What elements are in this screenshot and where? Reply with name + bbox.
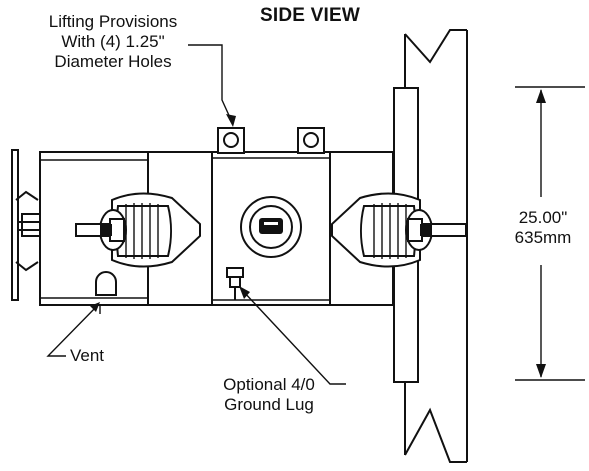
vent-callout: Vent bbox=[70, 346, 105, 365]
lifting-callout-line: Lifting Provisions bbox=[48, 12, 178, 31]
ground-lug-leader bbox=[239, 286, 346, 385]
lifting-callout-line: Diameter Holes bbox=[54, 52, 172, 71]
left-mounting-bracket bbox=[11, 149, 41, 301]
vent-leader bbox=[46, 302, 100, 357]
lifting-callout-line: With (4) 1.25" bbox=[61, 32, 165, 51]
dimension-imperial: 25.00" bbox=[518, 208, 568, 227]
right-bushing bbox=[331, 192, 467, 268]
lifting-leader bbox=[188, 44, 236, 127]
ground-lug-callout-line: Ground Lug bbox=[224, 395, 314, 414]
lifting-provisions-callout: Lifting Provisions With (4) 1.25" Diamet… bbox=[28, 12, 198, 72]
left-bushing bbox=[75, 192, 201, 268]
ground-lug-callout-line: Optional 4/0 bbox=[223, 375, 315, 394]
vent bbox=[95, 271, 117, 314]
center-viewing-window bbox=[240, 196, 302, 258]
lifting-lug-right bbox=[297, 127, 325, 154]
dimension-metric: 635mm bbox=[514, 228, 572, 247]
ground-lug bbox=[226, 267, 244, 300]
lifting-lug-left bbox=[217, 127, 245, 154]
view-title: SIDE VIEW bbox=[260, 5, 360, 26]
dimension-line bbox=[515, 86, 585, 381]
dimension-label: 25.00" 635mm bbox=[506, 208, 580, 248]
ground-lug-callout: Optional 4/0 Ground Lug bbox=[194, 375, 344, 415]
